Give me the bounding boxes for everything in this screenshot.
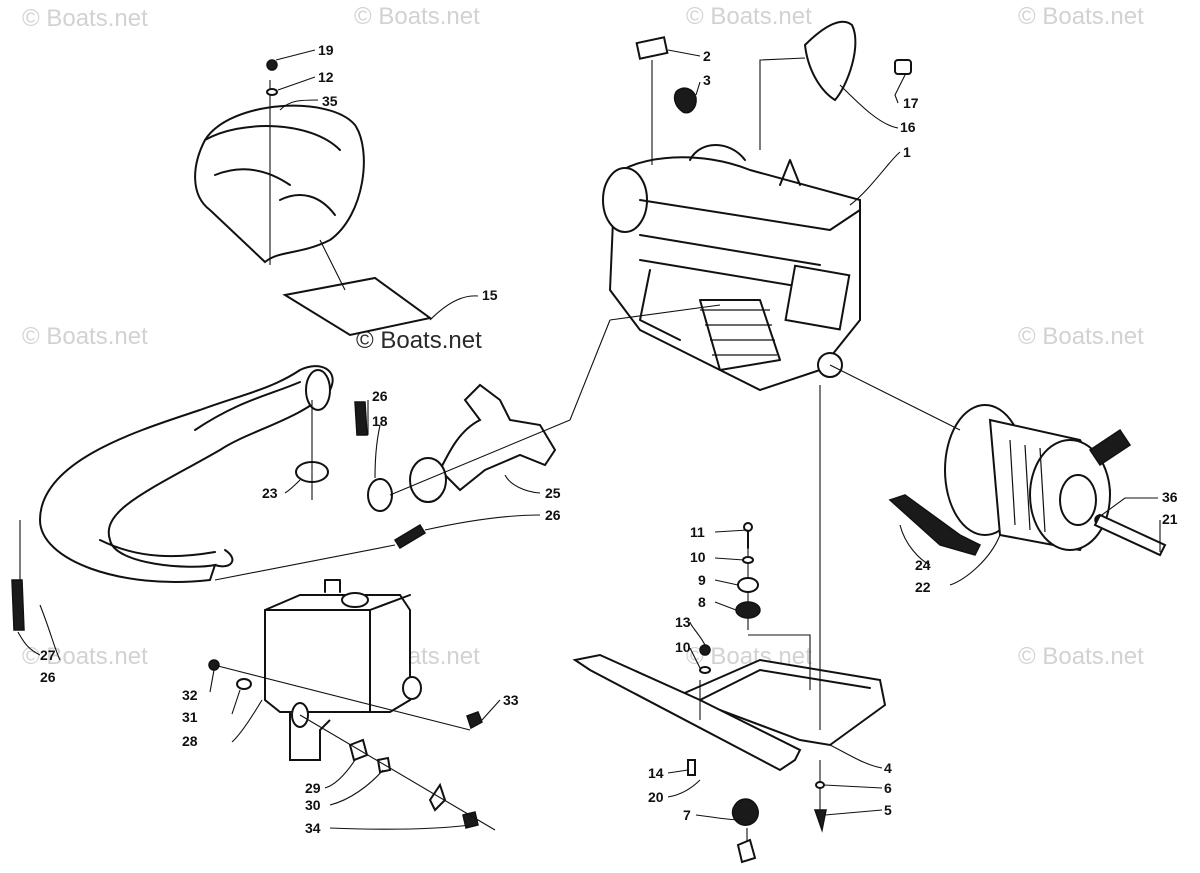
engine-mount-plate [677, 658, 887, 747]
callout-32: 32 [182, 687, 198, 703]
fitting-3 [673, 87, 697, 114]
callout-22: 22 [915, 579, 931, 595]
exhaust-manifold [409, 383, 557, 503]
gasket-18 [367, 478, 393, 512]
callout-26-top: 26 [372, 388, 388, 404]
callout-20: 20 [648, 789, 664, 805]
filter-element [282, 276, 433, 337]
recoil-cover-16 [803, 20, 857, 102]
screw-5 [813, 809, 827, 833]
callout-29: 29 [305, 780, 321, 796]
callout-26-left: 26 [40, 669, 56, 685]
callout-36: 36 [1162, 489, 1178, 505]
bracket-20 [572, 653, 802, 772]
callout-18: 18 [372, 413, 388, 429]
washer-10 [699, 666, 711, 674]
callout-5: 5 [884, 802, 892, 818]
callout-15: 15 [482, 287, 498, 303]
spring-26-mid [393, 523, 427, 550]
screw-14 [687, 759, 696, 776]
callout-30: 30 [305, 797, 321, 813]
intake-silencer [194, 80, 365, 265]
callout-34: 34 [305, 820, 321, 836]
callout-6: 6 [884, 780, 892, 796]
belt-24-end [1088, 428, 1132, 467]
callout-33: 33 [503, 692, 519, 708]
handle-17 [894, 59, 912, 75]
callout-24: 24 [915, 557, 931, 573]
decal-2 [635, 36, 669, 60]
callout-14: 14 [648, 765, 664, 781]
watermark: © Boats.net [354, 3, 480, 30]
callout-26-mid: 26 [545, 507, 561, 523]
callout-19: 19 [318, 42, 334, 58]
callout-9: 9 [698, 572, 706, 588]
callout-31: 31 [182, 709, 198, 725]
mount-7 [731, 798, 759, 826]
callout-28: 28 [182, 733, 198, 749]
callout-11: 11 [690, 524, 705, 540]
callout-13: 13 [675, 614, 691, 630]
washer-10 [742, 556, 754, 564]
callout-10-a: 10 [690, 549, 706, 565]
callout-8: 8 [698, 594, 706, 610]
callout-27: 27 [40, 647, 56, 663]
callout-2: 2 [703, 48, 711, 64]
belt-24 [888, 494, 982, 556]
bracket [428, 782, 447, 812]
callout-1: 1 [903, 144, 911, 160]
callout-21: 21 [1162, 511, 1178, 527]
muffler [264, 579, 422, 761]
engine-assembly [602, 144, 861, 392]
washer-6 [815, 781, 825, 789]
bushing-9 [737, 577, 759, 593]
callout-23: 23 [262, 485, 278, 501]
clamp-34 [462, 811, 479, 829]
callout-3: 3 [703, 72, 711, 88]
watermark: © Boats.net [686, 3, 812, 30]
drive-clutch [829, 364, 1112, 552]
nut-13 [699, 644, 711, 656]
callout-25: 25 [545, 485, 561, 501]
callout-16: 16 [900, 119, 916, 135]
screw-19 [266, 59, 278, 71]
mount-8 [735, 601, 761, 619]
watermark: © Boats.net [1018, 3, 1144, 30]
spring-26-top [354, 401, 368, 436]
callout-12: 12 [318, 69, 334, 85]
watermark: © Boats.net [1018, 643, 1144, 670]
bolt-21 [1093, 513, 1167, 557]
nut-33 [466, 711, 483, 730]
stud [736, 838, 757, 864]
watermark-center: © Boats.net [356, 327, 482, 354]
callout-35: 35 [322, 93, 338, 109]
callout-7: 7 [683, 807, 691, 823]
callout-4: 4 [884, 760, 892, 776]
washer-31 [236, 678, 252, 690]
callout-10-b: 10 [675, 639, 691, 655]
watermark: © Boats.net [22, 643, 148, 670]
callout-17: 17 [903, 95, 919, 111]
spring-26-left [11, 579, 25, 631]
watermark: © Boats.net [22, 5, 148, 32]
watermark: © Boats.net [22, 323, 148, 350]
watermark: © Boats.net [1018, 323, 1144, 350]
exhaust-pipe [38, 365, 334, 583]
washer-12 [266, 88, 278, 96]
